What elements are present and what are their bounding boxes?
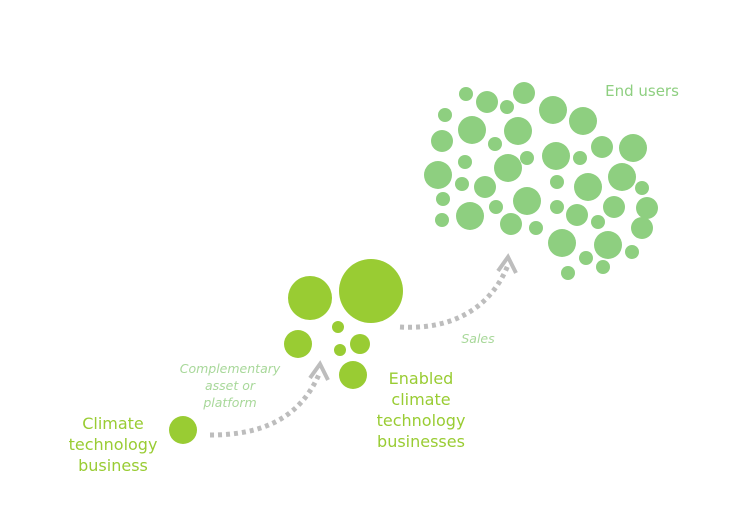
end-user-circle <box>474 176 496 198</box>
end-user-circle <box>573 151 587 165</box>
end-user-circle <box>494 154 522 182</box>
end-user-circle <box>574 173 602 201</box>
end-user-circle <box>579 251 593 265</box>
enabled-business-circle <box>284 330 312 358</box>
end-user-circle <box>548 229 576 257</box>
label-line: technology <box>376 411 466 430</box>
enabled-business-circle <box>332 321 344 333</box>
arrowhead-icon <box>496 253 518 274</box>
end-user-circle <box>608 163 636 191</box>
end-user-circle <box>436 192 450 206</box>
end-user-circle <box>591 136 613 158</box>
end-user-circle <box>539 96 567 124</box>
label-line: technology <box>68 435 158 454</box>
end-user-circle <box>513 187 541 215</box>
end-user-circle <box>424 161 452 189</box>
end-user-circle <box>431 130 453 152</box>
label-line: Climate <box>82 414 144 433</box>
sales-arrow <box>399 264 511 330</box>
enabled-business-circle <box>350 334 370 354</box>
end-user-circle <box>550 175 564 189</box>
label-line: platform <box>203 395 257 410</box>
climate-business-circle <box>169 416 197 444</box>
complementary-arrow <box>209 371 323 438</box>
complementary-label: Complementary asset or platform <box>180 360 281 411</box>
enabled-business-circle <box>288 276 332 320</box>
end-user-circle <box>458 116 486 144</box>
end-user-circle <box>500 213 522 235</box>
end-user-circle <box>438 108 452 122</box>
enabled-business-circle <box>339 259 403 323</box>
end-user-circle <box>435 213 449 227</box>
end-users-label: End users <box>605 82 679 100</box>
end-user-circle <box>594 231 622 259</box>
label-line: Enabled <box>388 369 454 388</box>
enabled-businesses-label: Enabled climate technology businesses <box>377 368 466 452</box>
end-user-circle <box>635 181 649 195</box>
label-line: asset or <box>204 378 256 393</box>
end-user-circle <box>631 217 653 239</box>
end-user-circle <box>504 117 532 145</box>
end-user-circle <box>561 266 575 280</box>
end-user-circle <box>542 142 570 170</box>
end-user-circle <box>520 151 534 165</box>
end-user-circle <box>476 91 498 113</box>
end-user-circle <box>459 87 473 101</box>
end-user-circle <box>488 137 502 151</box>
label-line: climate <box>391 390 451 409</box>
end-user-circle <box>566 204 588 226</box>
end-user-circle <box>489 200 503 214</box>
end-user-circle <box>603 196 625 218</box>
end-user-circle <box>456 202 484 230</box>
end-user-circle <box>569 107 597 135</box>
enabled-business-circle <box>334 344 346 356</box>
end-user-circle <box>455 177 469 191</box>
end-user-circle <box>625 245 639 259</box>
end-user-circle <box>596 260 610 274</box>
end-user-circle <box>550 200 564 214</box>
end-user-circle <box>513 82 535 104</box>
end-user-circle <box>500 100 514 114</box>
label-line: business <box>78 456 148 475</box>
end-user-circle <box>619 134 647 162</box>
enabled-business-circle <box>339 361 367 389</box>
end-user-circle <box>458 155 472 169</box>
sales-label: Sales <box>461 331 495 346</box>
climate-business-label: Climate technology business <box>69 413 158 476</box>
end-user-circle <box>636 197 658 219</box>
arrowhead-icon <box>308 360 330 381</box>
label-line: Complementary <box>179 361 281 376</box>
label-line: businesses <box>377 432 465 451</box>
end-user-circle <box>591 215 605 229</box>
end-user-circle <box>529 221 543 235</box>
